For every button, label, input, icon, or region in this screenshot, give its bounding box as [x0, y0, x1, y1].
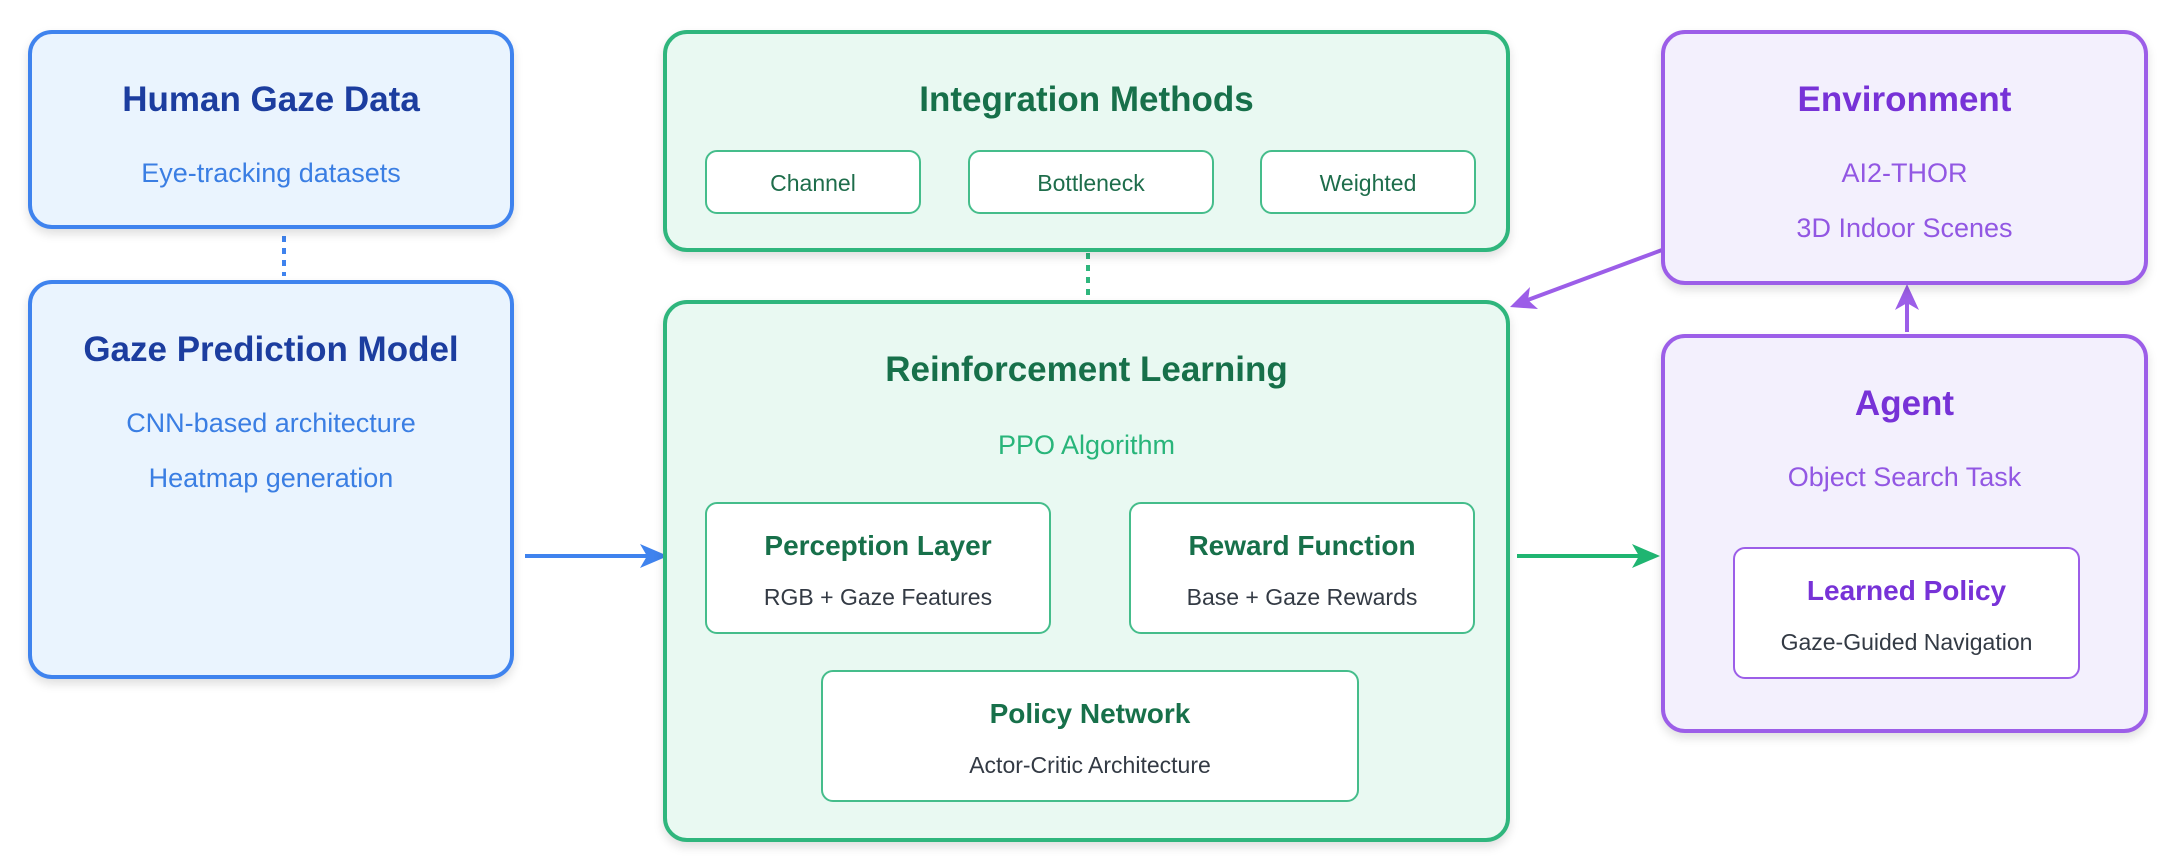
- integration-methods-box: Integration Methods Channel Bottleneck W…: [663, 30, 1510, 252]
- method-bottleneck: Bottleneck: [968, 150, 1214, 214]
- environment-line-ai2thor: AI2-THOR: [1841, 158, 1968, 188]
- agent-to-environment-arrow: [1895, 284, 1919, 332]
- human-gaze-data-title: Human Gaze Data: [122, 80, 420, 119]
- environment-title: Environment: [1797, 80, 2012, 119]
- perception-layer-subtitle: RGB + Gaze Features: [763, 584, 993, 610]
- human-gaze-data-subtitle: Eye-tracking datasets: [141, 158, 401, 188]
- gaze-prediction-model-title: Gaze Prediction Model: [83, 330, 459, 369]
- learned-policy-subtitle: Gaze-Guided Navigation: [1780, 629, 2033, 655]
- agent-title: Agent: [1854, 384, 1955, 423]
- human-gaze-data-box: Human Gaze Data Eye-tracking datasets: [28, 30, 514, 229]
- environment-to-rl-arrow: [1510, 245, 1671, 309]
- integration-methods-title: Integration Methods: [919, 80, 1254, 119]
- reward-function-box: Reward Function Base + Gaze Rewards: [1129, 502, 1475, 634]
- agent-box: Agent Object Search Task Learned Policy …: [1661, 334, 2148, 733]
- gaze-prediction-model-box: Gaze Prediction Model CNN-based architec…: [28, 280, 514, 679]
- policy-network-box: Policy Network Actor-Critic Architecture: [821, 670, 1359, 802]
- method-weighted: Weighted: [1260, 150, 1476, 214]
- gaze-model-line-architecture: CNN-based architecture: [126, 408, 416, 438]
- method-channel-label: Channel: [770, 170, 856, 196]
- gaze-model-line-heatmap: Heatmap generation: [148, 463, 394, 493]
- perception-layer-box: Perception Layer RGB + Gaze Features: [705, 502, 1051, 634]
- reinforcement-learning-subtitle: PPO Algorithm: [997, 430, 1176, 460]
- environment-line-scenes: 3D Indoor Scenes: [1796, 213, 2013, 243]
- method-bottleneck-label: Bottleneck: [1037, 170, 1145, 196]
- method-weighted-label: Weighted: [1319, 170, 1417, 196]
- environment-box: Environment AI2-THOR 3D Indoor Scenes: [1661, 30, 2148, 285]
- learned-policy-title: Learned Policy: [1806, 575, 2007, 606]
- agent-subtitle: Object Search Task: [1787, 462, 2022, 492]
- reinforcement-learning-box: Reinforcement Learning PPO Algorithm Per…: [663, 300, 1510, 842]
- model-to-rl-arrow: [525, 544, 668, 568]
- policy-network-subtitle: Actor-Critic Architecture: [969, 752, 1211, 778]
- perception-layer-title: Perception Layer: [764, 530, 992, 561]
- reward-function-subtitle: Base + Gaze Rewards: [1186, 584, 1418, 610]
- rl-to-agent-arrow: [1517, 544, 1660, 568]
- learned-policy-box: Learned Policy Gaze-Guided Navigation: [1733, 547, 2080, 679]
- method-channel: Channel: [705, 150, 921, 214]
- policy-network-title: Policy Network: [989, 698, 1191, 729]
- reinforcement-learning-title: Reinforcement Learning: [885, 350, 1288, 389]
- reward-function-title: Reward Function: [1188, 530, 1416, 561]
